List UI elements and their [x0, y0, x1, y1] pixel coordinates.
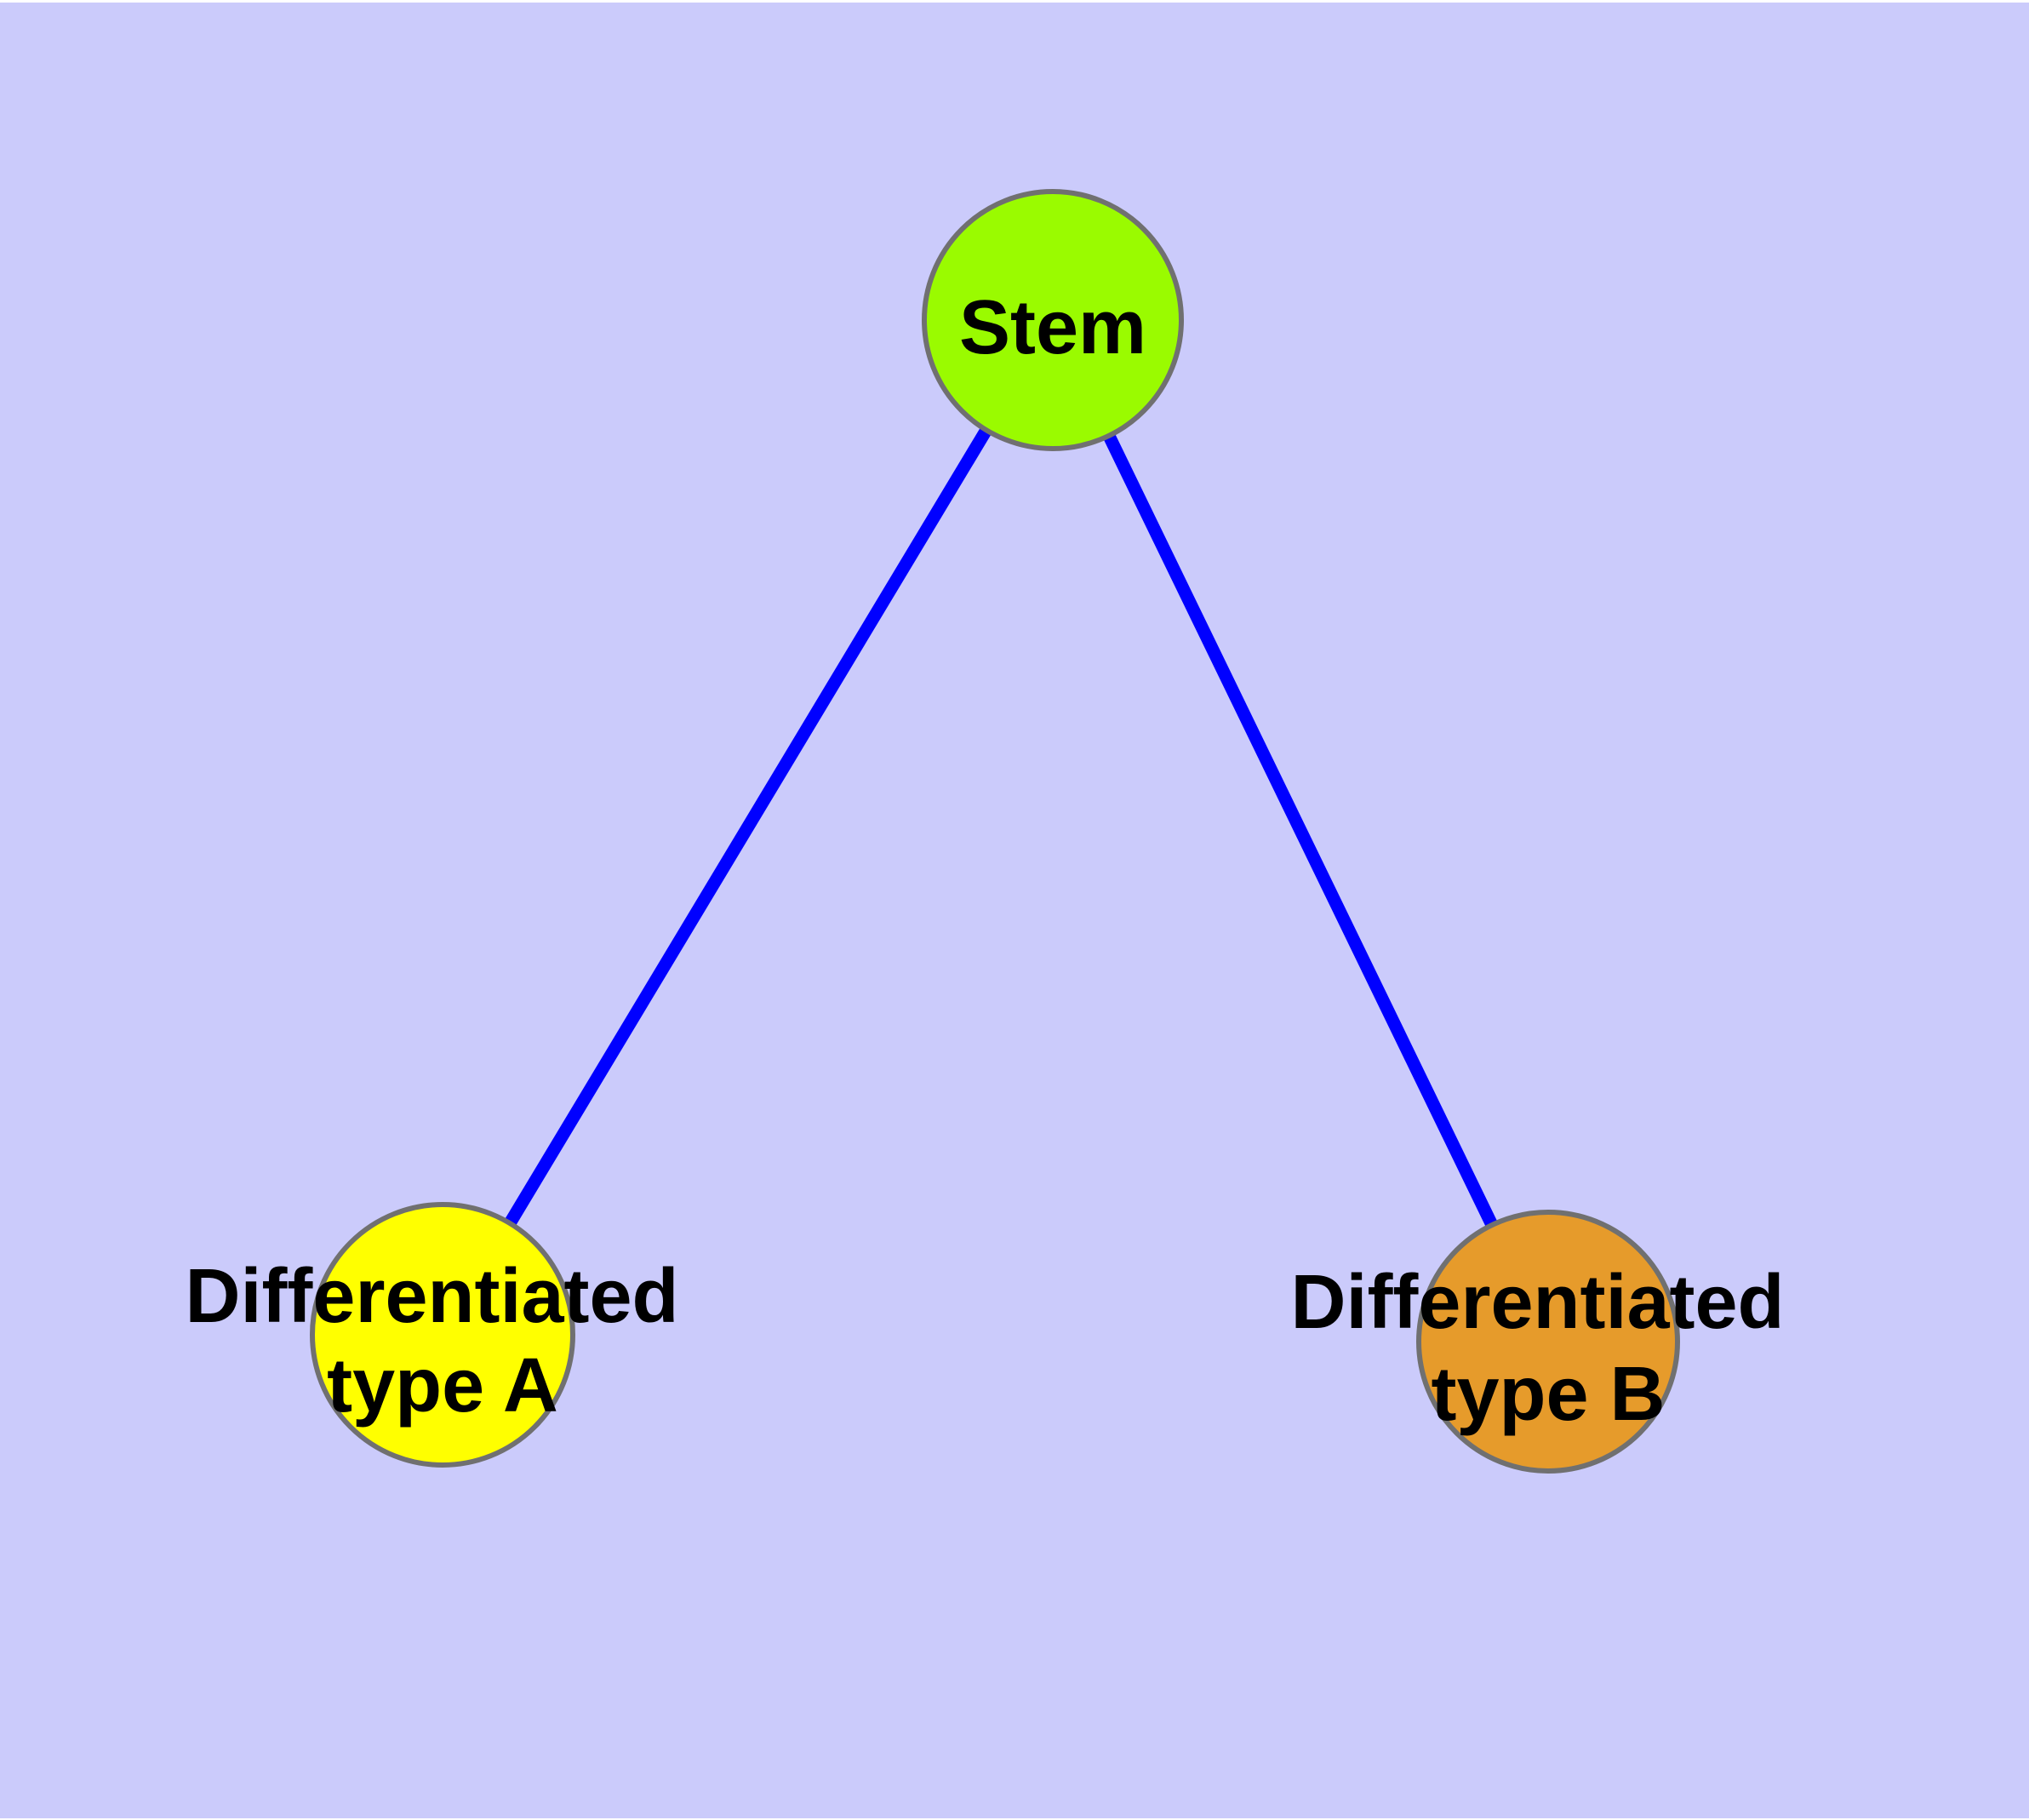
node-differentiated-type-b-label: Differentiated type B: [1290, 1260, 1805, 1437]
node-differentiated-type-a-label-line-2: type A: [327, 1343, 558, 1428]
edge-stem-to-type-b: [1102, 429, 1499, 1232]
node-stem-circle[interactable]: [922, 189, 1184, 451]
node-differentiated-type-b-label-line-1: Differentiated: [1290, 1260, 1784, 1345]
edge-stem-to-type-a: [503, 423, 993, 1230]
node-stem-label-line-1: Stem: [959, 285, 1146, 370]
node-differentiated-type-a-label-line-1: Differentiated: [185, 1254, 678, 1339]
node-differentiated-type-b-circle[interactable]: [1416, 1210, 1680, 1474]
node-stem-label: Stem: [959, 285, 1146, 370]
node-differentiated-type-a-label: Differentiated type A: [185, 1254, 700, 1428]
node-differentiated-type-b-label-line-2: type B: [1431, 1352, 1665, 1437]
node-differentiated-type-a-circle[interactable]: [310, 1202, 575, 1468]
network-diagram-canvas: Stem Differentiated type A Differentiate…: [0, 3, 2029, 1818]
